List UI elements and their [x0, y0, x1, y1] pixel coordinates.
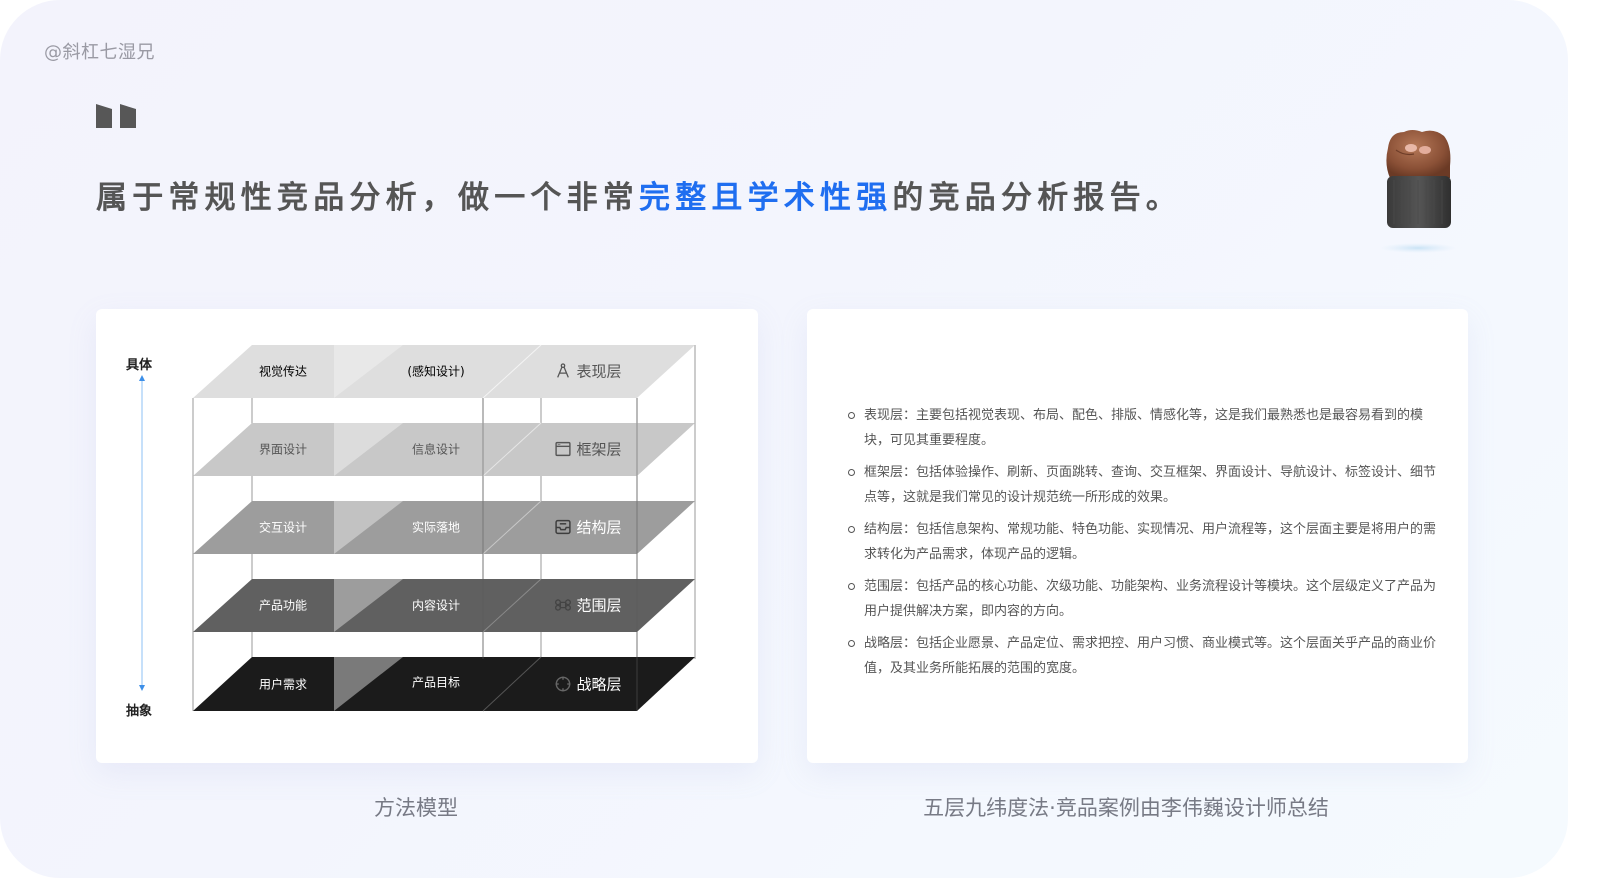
caption-source-credit: 五层九纬度法·竞品案例由李伟巍设计师总结 — [923, 796, 1329, 820]
author-watermark: @斜杠七湿兄 — [44, 42, 155, 63]
description-item-framework: 框架层：包括体验操作、刷新、页面跳转、查询、交互框架、界面设计、导航设计、标签设… — [847, 460, 1447, 510]
raised-fist-icon — [1380, 130, 1456, 253]
slide-background: @斜杠七湿兄 属于常规性竞品分析，做一个非常完整且学术性强的竞品分析报告。 — [0, 0, 1568, 878]
five-layer-diagram — [139, 344, 696, 712]
layer-3-name: 结构层 — [554, 517, 622, 538]
layer-structure — [193, 500, 695, 555]
layer-1-name: 表现层 — [554, 361, 622, 382]
target-icon — [555, 676, 571, 692]
quote-mark-icon — [96, 104, 136, 128]
axis-label-abstract: 抽象 — [126, 704, 153, 719]
compass-icon — [557, 363, 569, 378]
layer-4-middle-label: 内容设计 — [411, 598, 461, 613]
layer-3-left-label: 交互设计 — [258, 520, 308, 535]
layer-3-middle-label: 实际落地 — [411, 520, 461, 535]
method-model-card: 具体 抽象 — [96, 309, 758, 763]
page-headline: 属于常规性竞品分析，做一个非常完整且学术性强的竞品分析报告。 — [96, 172, 1182, 217]
headline-text-before: 属于常规性竞品分析，做一个非常 — [96, 180, 639, 216]
layer-1-middle-label: (感知设计) — [407, 364, 465, 379]
layer-description-list: 表现层：主要包括视觉表现、布局、配色、排版、情感化等，这是我们最熟悉也是最容易看… — [847, 403, 1447, 688]
layer-2-middle-label: 信息设计 — [411, 442, 461, 457]
abstraction-axis-arrow — [139, 375, 145, 691]
layer-framework — [193, 422, 695, 477]
description-item-scope: 范围层：包括产品的核心功能、次级功能、功能架构、业务流程设计等模块。这个层级定义… — [847, 574, 1447, 624]
layer-1-left-label: 视觉传达 — [258, 364, 308, 379]
command-icon — [555, 599, 571, 611]
axis-label-concrete: 具体 — [126, 358, 153, 373]
layer-5-name: 战略层 — [554, 674, 622, 695]
description-item-strategy: 战略层：包括企业愿景、产品定位、需求把控、用户习惯、商业模式等。这个层面关乎产品… — [847, 631, 1447, 681]
layer-4-left-label: 产品功能 — [258, 598, 308, 613]
description-item-presentation: 表现层：主要包括视觉表现、布局、配色、排版、情感化等，这是我们最熟悉也是最容易看… — [847, 403, 1447, 453]
layer-scope — [193, 578, 695, 633]
layer-presentation — [193, 344, 695, 399]
window-icon — [555, 441, 571, 457]
layer-2-left-label: 界面设计 — [258, 442, 308, 457]
layer-2-name: 框架层 — [554, 439, 622, 460]
layer-4-name: 范围层 — [554, 595, 622, 616]
inbox-icon — [555, 519, 571, 535]
layer-description-card: 表现层：主要包括视觉表现、布局、配色、排版、情感化等，这是我们最熟悉也是最容易看… — [807, 309, 1468, 763]
description-item-structure: 结构层：包括信息架构、常规功能、特色功能、实现情况、用户流程等，这个层面主要是将… — [847, 517, 1447, 567]
layer-5-left-label: 用户需求 — [258, 677, 308, 692]
headline-highlight: 完整且学术性强 — [639, 180, 893, 216]
headline-text-after: 的竞品分析报告。 — [892, 180, 1183, 216]
layer-strategy — [193, 656, 695, 712]
caption-method-model: 方法模型 — [374, 796, 458, 820]
layer-5-middle-label: 产品目标 — [411, 675, 461, 690]
